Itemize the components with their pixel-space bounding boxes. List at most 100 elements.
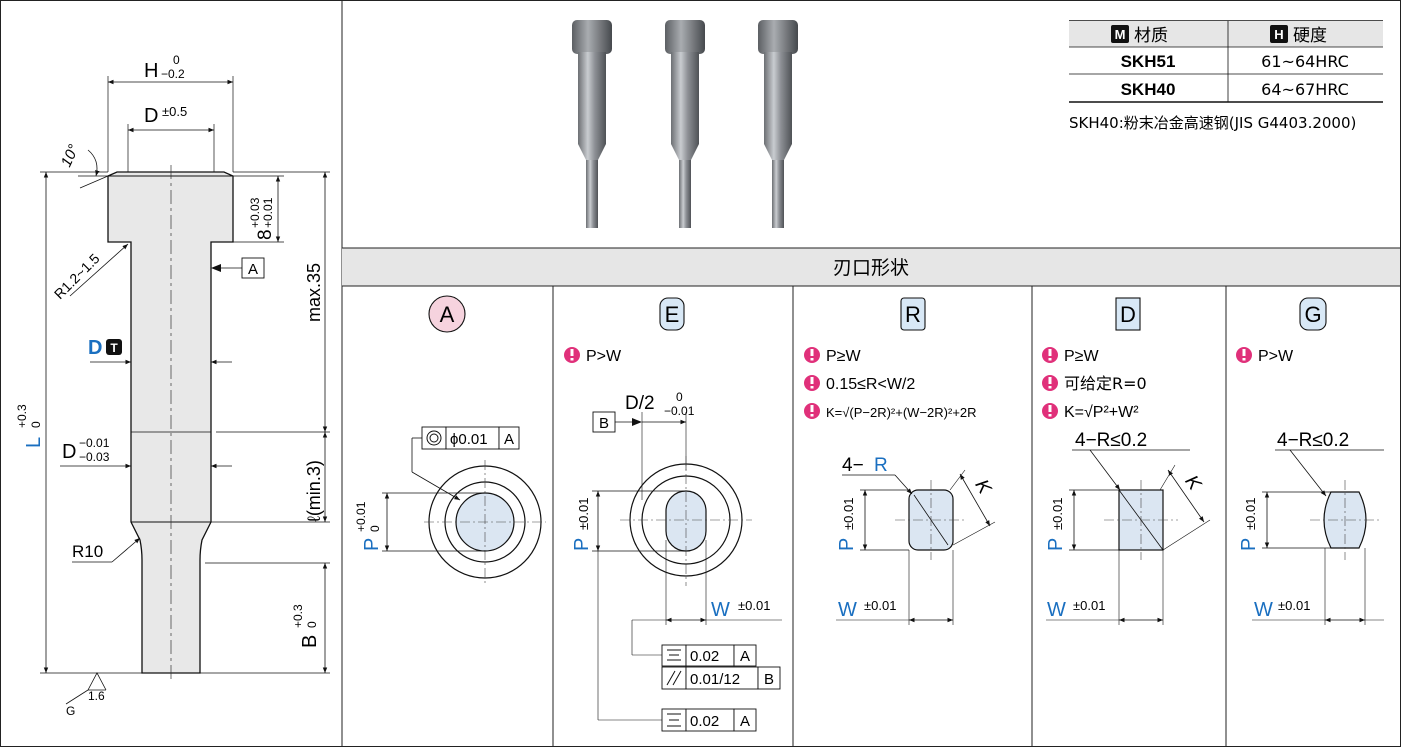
- shape-a-p-tol-upper: +0.01: [354, 501, 368, 532]
- shape-g-p-label: P: [1238, 538, 1260, 551]
- shape-g-w-tol: ±0.01: [1278, 598, 1310, 613]
- material-header-badge: M: [1115, 27, 1126, 42]
- total-length-tol-upper: +0.3: [15, 404, 29, 428]
- h-label: H: [144, 60, 158, 82]
- r10-label: R10: [72, 542, 103, 561]
- datum-a-box: [241, 257, 265, 279]
- shape-e-datum-b: B: [599, 415, 609, 432]
- fillet-label: R1.2~1.5: [51, 250, 103, 302]
- shank-d2-tol-lower: −0.03: [79, 450, 110, 464]
- material-header-label: 材质: [1134, 26, 1168, 46]
- total-length-tol-lower: 0: [29, 421, 43, 428]
- shape-g-w-label: W: [1254, 599, 1273, 621]
- shape-r-p-tol: ±0.01: [841, 498, 856, 530]
- shape-e-p-label: P: [571, 538, 593, 551]
- shape-e-condition: P>W: [586, 348, 622, 365]
- b-tol-lower: 0: [305, 621, 319, 628]
- section-title: 刃口形状: [833, 257, 909, 279]
- punch-photo-1: [572, 20, 612, 228]
- shape-r-letter: R: [905, 302, 921, 327]
- punch-photo-3: [758, 20, 798, 228]
- shape-d-w-tol: ±0.01: [1073, 598, 1105, 613]
- h-tol-lower: −0.2: [161, 67, 185, 81]
- max-length-label: max.35: [304, 263, 324, 322]
- angle-label: 10°: [58, 142, 83, 170]
- symmetry-icon: [667, 649, 681, 661]
- shape-r-w-tol: ±0.01: [864, 598, 896, 613]
- shank-d-badge: T: [110, 341, 118, 355]
- shank-d-badge-bg: [106, 339, 122, 355]
- concentricity-icon: [426, 430, 442, 446]
- l-min-label: ℓ(min.3): [304, 460, 324, 522]
- symmetry-icon: [667, 713, 681, 727]
- shape-e-d2-tol-lower: −0.01: [664, 404, 695, 418]
- shape-r-k-label: K: [970, 476, 995, 499]
- caution-icon: [1236, 347, 1252, 363]
- shape-a-panel: A ϕ0.01 A P +0.01 0: [354, 295, 546, 584]
- shape-e-badge: [659, 297, 685, 331]
- shank-d-label: D: [88, 337, 102, 359]
- caution-icon: [1042, 375, 1058, 391]
- caution-icon: [564, 347, 580, 363]
- shape-e-d2-label: D/2: [625, 393, 655, 414]
- shape-g-letter: G: [1304, 302, 1321, 327]
- datum-a-letter: A: [248, 261, 258, 278]
- punch-body: [107, 171, 234, 674]
- shape-e-w-tol: ±0.01: [738, 598, 770, 613]
- material-table: M 材质 H 硬度 SKH51 61~64HRC SKH40 64~67HRC …: [1069, 20, 1383, 132]
- shape-e-fcf3-value: 0.02: [690, 713, 719, 730]
- material-row-2: SKH40: [1121, 80, 1176, 99]
- shape-d-badge: [1115, 297, 1141, 331]
- shank-d2-label: D: [62, 441, 76, 463]
- d-head-label: D: [144, 105, 158, 127]
- shape-g-corner-label: 4−R≤0.2: [1277, 430, 1349, 451]
- shape-g-p-tol: ±0.01: [1243, 498, 1258, 530]
- shape-a-datum: A: [504, 431, 514, 448]
- hardness-row-1: 61~64HRC: [1261, 52, 1349, 71]
- shape-d-corner-label: 4−R≤0.2: [1075, 430, 1147, 451]
- h-tol-upper: 0: [173, 53, 180, 67]
- shape-a-p-tol-lower: 0: [368, 525, 382, 532]
- shape-g-badge: [1299, 297, 1327, 331]
- shape-e-panel: E P>W B D/2 0 −0.01 P ±0.01: [564, 297, 782, 732]
- shank-d2-tol-upper: −0.01: [79, 436, 110, 450]
- shape-r-w-label: W: [838, 599, 857, 621]
- head-height-label: 8: [255, 229, 276, 240]
- shape-d-k-label: K: [1180, 472, 1205, 496]
- shape-g-panel: G P>W 4−R≤0.2 P ±0.01 W ±0.01: [1236, 297, 1384, 625]
- shape-e-fcf1-value: 0.02: [690, 648, 719, 665]
- shape-d-condition-3: K=√P²+W²: [1064, 404, 1139, 421]
- shape-d-letter: D: [1120, 302, 1136, 327]
- caution-icon: [804, 375, 820, 391]
- section-title-bar: [342, 248, 1400, 286]
- shape-r-condition-2: 0.15≤R<W/2: [826, 376, 915, 393]
- shape-a-badge: [428, 295, 466, 333]
- surface-finish-icon: [65, 672, 107, 705]
- shape-e-fcf2-value: 0.01/12: [690, 671, 740, 688]
- shape-e-p-tol: ±0.01: [576, 498, 591, 530]
- hardness-header-label: 硬度: [1293, 26, 1327, 46]
- caution-icon: [1042, 403, 1058, 419]
- shape-a-letter: A: [440, 302, 455, 327]
- shape-e-fcf3-datum: A: [740, 713, 750, 730]
- shape-e-fcf1-datum: A: [740, 648, 750, 665]
- shape-d-p-label: P: [1045, 538, 1067, 551]
- surface-finish-letter: G: [66, 704, 75, 718]
- shape-r-panel: R P≥W 0.15≤R<W/2 K=√(P−2R)²+(W−2R)²+2R 4…: [804, 297, 996, 625]
- surface-finish-value: 1.6: [88, 689, 105, 703]
- shape-d-w-label: W: [1047, 599, 1066, 621]
- caution-icon: [1042, 347, 1058, 363]
- shape-a-p-label: P: [361, 538, 383, 551]
- parallelism-icon: [666, 670, 682, 686]
- shape-r-condition-1: P≥W: [826, 348, 861, 365]
- shape-r-corner-r: R: [874, 455, 888, 476]
- hardness-row-2: 64~67HRC: [1261, 80, 1349, 99]
- shape-d-panel: D P≥W 可给定R=0 K=√P²+W² 4−R≤0.2 K P ±0.01: [1042, 297, 1211, 625]
- shape-d-p-tol: ±0.01: [1050, 498, 1065, 530]
- d-head-tol: ±0.5: [162, 104, 187, 119]
- shape-d-condition-1: P≥W: [1064, 348, 1099, 365]
- product-photos: [572, 20, 798, 228]
- shape-r-badge: [900, 297, 926, 331]
- b-tol-upper: +0.3: [291, 604, 305, 628]
